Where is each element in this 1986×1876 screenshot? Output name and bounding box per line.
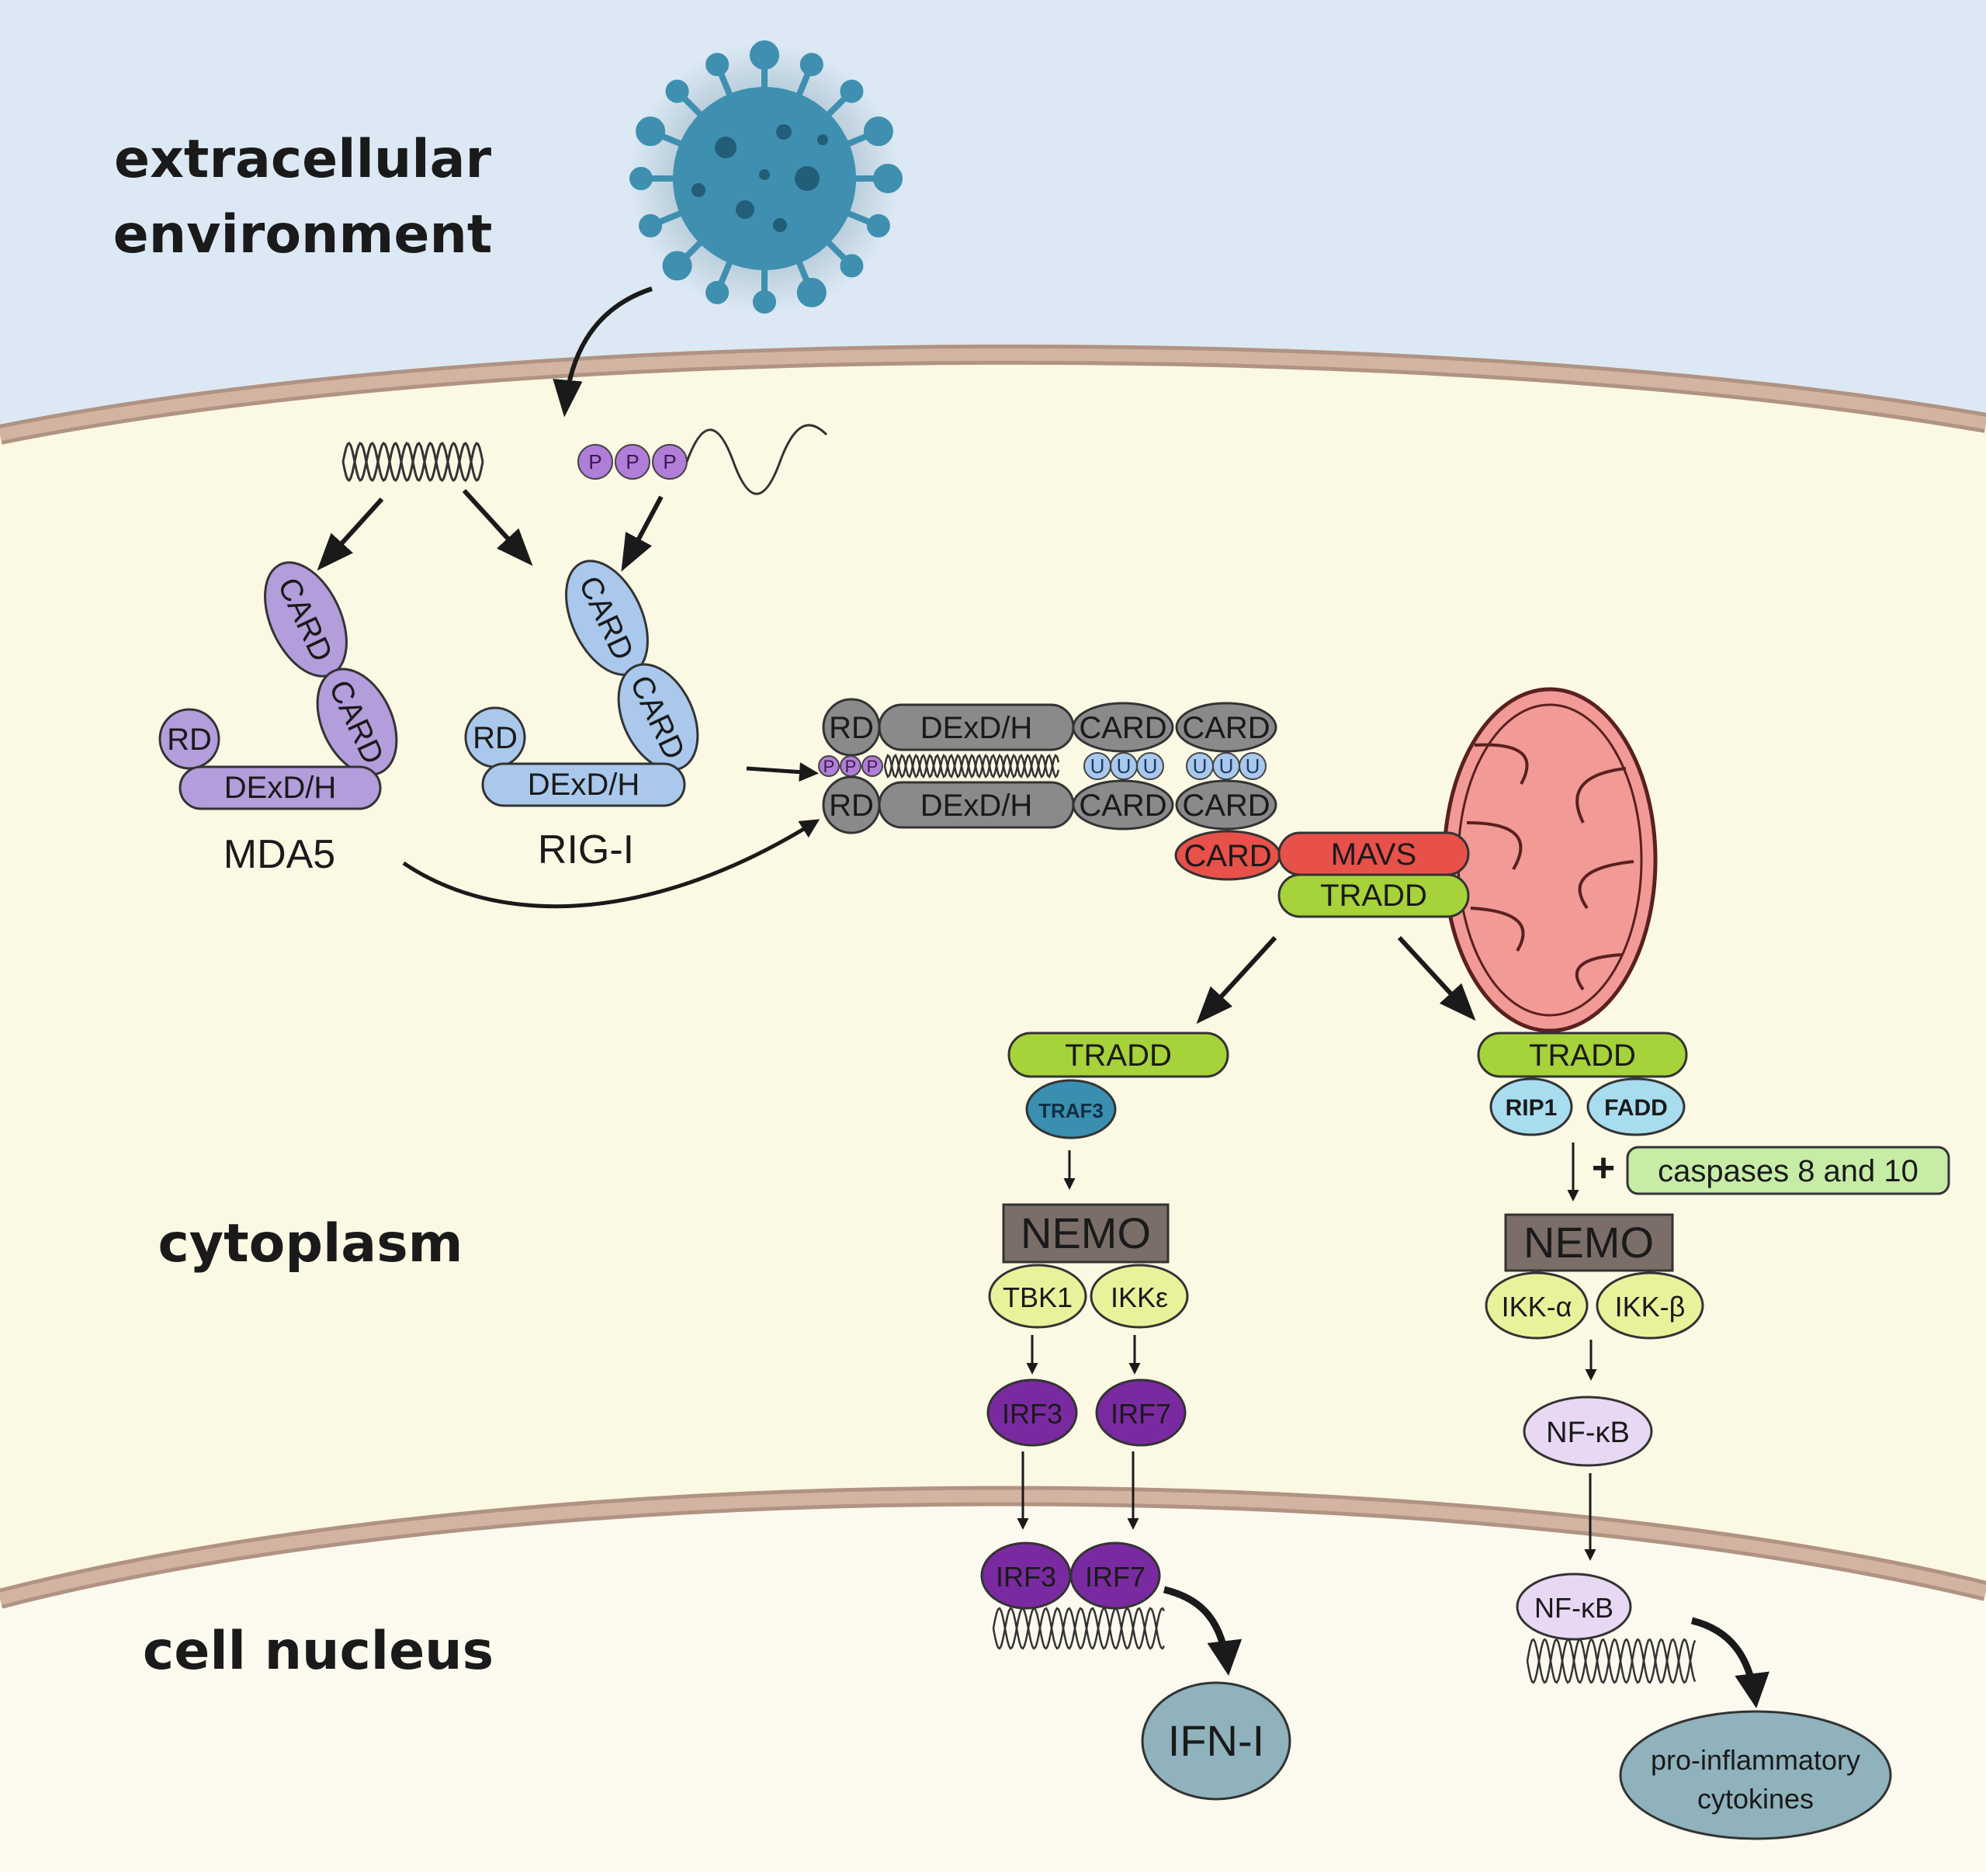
arrow-rigi-complex (746, 762, 819, 782)
right-nemo: NEMO (1523, 1218, 1654, 1267)
complex-helicase-bottom: DExD/H (920, 789, 1032, 823)
rigi-helicase: DExD/H (528, 768, 639, 802)
plus-sign: + (1592, 1146, 1615, 1191)
arrow-ppprna-rigi (621, 495, 664, 572)
extracellular-label: extracellular (114, 129, 492, 190)
left-nemo: NEMO (1021, 1208, 1151, 1257)
virus-entry-arrow (553, 286, 653, 418)
complex-card-bottom-2: CARD (1182, 789, 1270, 823)
ikk-beta: IKK-β (1615, 1291, 1686, 1323)
mavs-card: CARD (1184, 839, 1271, 873)
nfkb: NF-κB (1546, 1417, 1630, 1449)
complex-rd-bottom: RD (829, 789, 874, 823)
uridine-label: U (1143, 754, 1158, 778)
fadd: FADD (1604, 1095, 1668, 1121)
uridine-label: U (1246, 754, 1260, 778)
rigi-rd: RD (473, 721, 518, 755)
arrow-mda5-complex (402, 819, 820, 909)
mda5-helicase: DExD/H (224, 771, 336, 805)
right-branch: TRADD RIP1 FADD + caspases 8 and 10 NEMO… (1477, 1032, 1950, 1840)
extracellular-background (0, 0, 1986, 435)
cytoplasm-label: cytoplasm (158, 1213, 463, 1274)
activated-receptor-complex: RD DExD/H CARD CARD P P P U U U U U U RD (818, 698, 1277, 834)
irf3: IRF3 (1002, 1398, 1062, 1430)
left-branch: TRADD TRAF3 NEMO TBK1 IKKε IRF3 IRF7 IRF… (980, 1032, 1291, 1801)
ikk-alpha: IKK-α (1502, 1291, 1572, 1323)
mavs-complex: CARD MAVS TRADD (1174, 830, 1470, 918)
complex-rd-top: RD (829, 711, 874, 745)
arrow-mavs-left (1196, 935, 1277, 1025)
nucleus-label: cell nucleus (143, 1621, 494, 1682)
caspases-label: caspases 8 and 10 (1658, 1154, 1918, 1188)
virus-icon (629, 40, 903, 314)
nfkb-nuclear: NF-κB (1534, 1592, 1613, 1624)
ikke: IKKε (1111, 1281, 1168, 1313)
complex-helicase-top: DExD/H (920, 711, 1032, 745)
complex-phosphate: P (867, 757, 879, 776)
cytokines-line-1: pro-inflammatory (1651, 1744, 1860, 1776)
right-tradd: TRADD (1529, 1039, 1636, 1073)
phosphate-label: P (588, 450, 601, 473)
environment-label: environment (113, 204, 493, 265)
ifn-i: IFN-I (1168, 1716, 1264, 1765)
complex-card-top-2: CARD (1182, 711, 1270, 745)
complex-card-top-1: CARD (1079, 711, 1166, 745)
left-tradd: TRADD (1065, 1039, 1172, 1073)
mda5-name: MDA5 (224, 832, 335, 877)
uridine-label: U (1193, 754, 1208, 778)
triphosphate-rna: P P P (577, 424, 828, 495)
tbk1: TBK1 (1003, 1281, 1073, 1313)
mavs-label: MAVS (1331, 837, 1416, 872)
irf3-nuclear: IRF3 (996, 1561, 1056, 1593)
mavs-tradd: TRADD (1320, 879, 1427, 913)
nucleus-background (0, 1496, 1986, 1872)
complex-card-bottom-1: CARD (1079, 789, 1166, 823)
arrow-cytokine-transcription (1690, 1617, 1769, 1708)
rigi-name: RIG-I (538, 827, 634, 872)
uridine-label: U (1117, 754, 1132, 778)
phosphate-label: P (663, 450, 676, 473)
phosphate-label: P (626, 450, 639, 473)
arrow-dsrna-mda5 (317, 497, 384, 571)
irf7: IRF7 (1111, 1398, 1171, 1430)
nuclear-membrane-inner (0, 1489, 1986, 1605)
uridine-label: U (1090, 754, 1105, 778)
complex-phosphate: P (845, 757, 857, 776)
irf7-nuclear: IRF7 (1085, 1561, 1146, 1593)
cytokines-line-2: cytokines (1697, 1783, 1814, 1815)
rip1: RIP1 (1506, 1095, 1558, 1121)
mda5-receptor: CARD CARD RD DExD/H MDA5 (158, 561, 398, 877)
arrow-dsrna-rigi (462, 488, 533, 567)
arrow-mavs-right (1397, 935, 1476, 1021)
mitochondrion-icon (1442, 687, 1658, 1033)
mda5-rd: RD (167, 723, 212, 757)
uridine-label: U (1219, 754, 1234, 778)
arrow-ifn-transcription (1163, 1586, 1243, 1676)
plasma-membrane-inner (0, 348, 1986, 441)
dsrna-helix (341, 442, 484, 482)
traf3: TRAF3 (1038, 1099, 1104, 1122)
complex-phosphate: P (823, 757, 835, 776)
